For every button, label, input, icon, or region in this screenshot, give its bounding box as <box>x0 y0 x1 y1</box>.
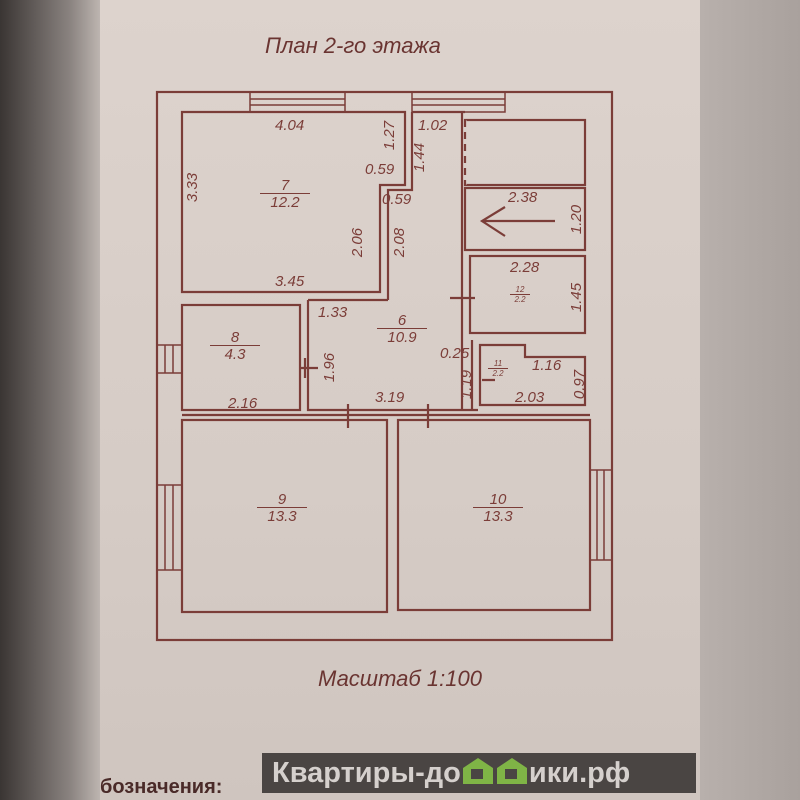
dim: 2.03 <box>515 389 545 406</box>
room-7-outline <box>180 110 407 294</box>
legend-heading: бозначения: <box>100 776 223 798</box>
wall-7-6 <box>386 112 414 300</box>
plan-title: План 2-го этажа <box>265 33 441 58</box>
paper-sheet <box>100 0 700 800</box>
dim: 1.27 <box>381 120 399 151</box>
room-number: 6 <box>397 312 407 329</box>
windows <box>156 91 613 571</box>
dim: 3.45 <box>275 273 305 290</box>
dim: 0.59 <box>365 161 395 178</box>
room-area: 4.3 <box>210 345 260 362</box>
room-number: 9 <box>277 491 287 508</box>
stair-arrow-icon <box>479 206 555 237</box>
watermark-text-start: Квартиры-до <box>272 757 461 789</box>
room-area: 13.3 <box>473 507 523 524</box>
dim: 3.33 <box>184 172 202 203</box>
photo-background-right <box>700 0 800 800</box>
watermark: Квартиры-до ики.рф <box>262 753 696 793</box>
dim: 1.02 <box>418 117 448 134</box>
watermark-text-end: ики.рф <box>528 757 631 789</box>
dim: 0.97 <box>571 369 589 400</box>
stair-lower <box>463 186 587 252</box>
dim: 1.19 <box>458 369 476 400</box>
room-11-outline <box>478 343 587 407</box>
dim: 0.25 <box>440 345 470 362</box>
dim: 1.44 <box>411 142 429 173</box>
room-number: 7 <box>280 177 290 194</box>
room-6-outline <box>306 298 478 412</box>
room-12-outline <box>468 254 587 335</box>
room-area: 12.2 <box>260 193 310 210</box>
dim: 1.20 <box>568 204 586 235</box>
room-number: 10 <box>489 491 507 508</box>
room-area: 2.2 <box>488 368 508 378</box>
stair-upper <box>463 118 587 187</box>
door-marks <box>300 296 495 428</box>
room-area: 2.2 <box>510 294 530 304</box>
room-number: 12 <box>515 285 525 294</box>
dim: 2.06 <box>349 227 367 258</box>
scale-label: Масштаб 1:100 <box>318 666 482 691</box>
dim: 1.45 <box>568 282 586 313</box>
dim: 4.04 <box>275 117 305 134</box>
room-area: 13.3 <box>257 507 307 524</box>
dim: 0.59 <box>382 191 412 208</box>
dim: 2.38 <box>508 189 538 206</box>
dim: 1.16 <box>532 357 562 374</box>
dim: 3.19 <box>375 389 405 406</box>
dim: 2.08 <box>391 227 409 258</box>
dim: 1.96 <box>321 352 339 383</box>
dim: 1.33 <box>318 304 348 321</box>
room-number: 8 <box>230 329 240 346</box>
photo-background-left <box>0 0 100 800</box>
room-area: 10.9 <box>377 328 427 345</box>
houses-logo-icon <box>461 755 529 784</box>
dim: 2.28 <box>510 259 540 276</box>
dim: 2.16 <box>228 395 258 412</box>
room-number: 11 <box>493 359 503 368</box>
